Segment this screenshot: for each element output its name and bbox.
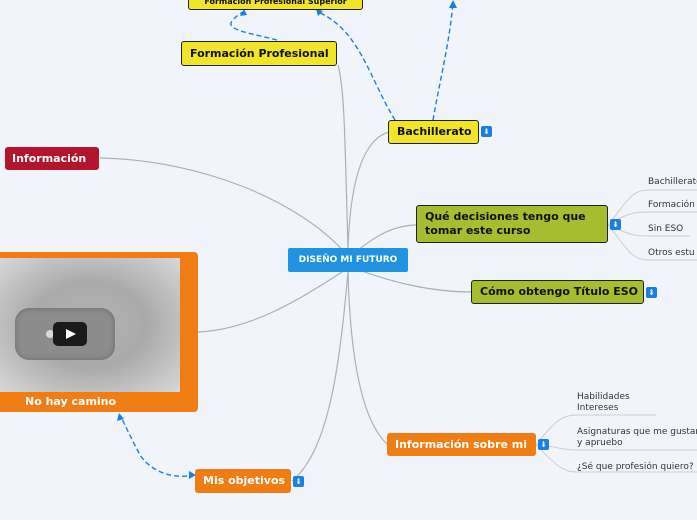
node-decisiones-label: Qué decisiones tengo que tomar este curs…: [425, 210, 601, 238]
node-bachillerato[interactable]: Bachillerato: [388, 120, 479, 144]
expand-icon[interactable]: ⇟: [481, 126, 492, 137]
leaf-decision-1[interactable]: Bachillerato: [648, 177, 697, 188]
video-thumbnail[interactable]: [0, 258, 180, 392]
link-video: [198, 268, 348, 332]
node-decisiones[interactable]: Qué decisiones tengo que tomar este curs…: [416, 205, 608, 243]
dashed-fp-fpsuperior: [231, 12, 277, 40]
leaf-intereses[interactable]: Intereses: [577, 403, 618, 414]
node-fp-superior-label: Formación Profesional Superior: [204, 0, 346, 9]
node-fp-superior[interactable]: Formación Profesional Superior: [188, 0, 363, 10]
link-informacion: [100, 158, 348, 256]
central-topic-label: DISEÑO MI FUTURO: [299, 253, 398, 267]
central-topic[interactable]: DISEÑO MI FUTURO: [288, 248, 408, 272]
dashed-bach-fpsuperior: [318, 12, 395, 120]
leaf-decision-3[interactable]: Sin ESO: [648, 224, 683, 235]
expand-icon[interactable]: ⇟: [610, 219, 621, 230]
node-formacion-profesional[interactable]: Formación Profesional: [181, 41, 337, 66]
leaf-decision-2[interactable]: Formación: [648, 200, 695, 211]
leaf-habilidades[interactable]: Habilidades: [577, 392, 630, 403]
node-informacion-sobre-mi-label: Información sobre mi: [395, 438, 527, 452]
node-titulo-eso-label: Cómo obtengo Título ESO: [480, 285, 638, 299]
leaf-apruebo[interactable]: y apruebo: [577, 438, 623, 449]
arrowhead-fpsuperior-2: [316, 9, 323, 16]
node-titulo-eso[interactable]: Cómo obtengo Título ESO: [471, 280, 644, 304]
node-informacion-label: Información: [12, 152, 86, 166]
node-mis-objetivos-label: Mis objetivos: [203, 474, 285, 488]
play-icon[interactable]: [53, 322, 87, 346]
video-player-button[interactable]: [15, 308, 115, 360]
link-fp: [338, 65, 348, 248]
node-mis-objetivos[interactable]: Mis objetivos: [195, 469, 291, 493]
expand-icon[interactable]: ⇟: [646, 287, 657, 298]
arrowhead-bach-up: [449, 0, 457, 8]
leaf-profesion[interactable]: ¿Sé que profesión quiero?: [577, 462, 694, 473]
link-bachillerato: [348, 132, 389, 248]
node-informacion-sobre-mi[interactable]: Información sobre mi: [387, 433, 536, 456]
dashed-bach-up: [433, 2, 453, 120]
expand-icon[interactable]: ⇟: [293, 476, 304, 487]
node-informacion[interactable]: Información: [5, 147, 99, 170]
node-bachillerato-label: Bachillerato: [397, 125, 472, 139]
link-info-sobre-mi: [348, 272, 388, 445]
leaf-decision-4[interactable]: Otros estu: [648, 248, 695, 259]
dashed-objetivos-video: [120, 415, 195, 476]
expand-icon[interactable]: ⇟: [538, 439, 549, 450]
leaf-asignaturas[interactable]: Asignaturas que me gustan: [577, 427, 697, 438]
video-node[interactable]: No hay camino: [0, 252, 198, 412]
node-formacion-profesional-label: Formación Profesional: [190, 47, 329, 61]
video-caption: No hay camino: [25, 395, 116, 408]
link-objetivos: [292, 272, 348, 481]
